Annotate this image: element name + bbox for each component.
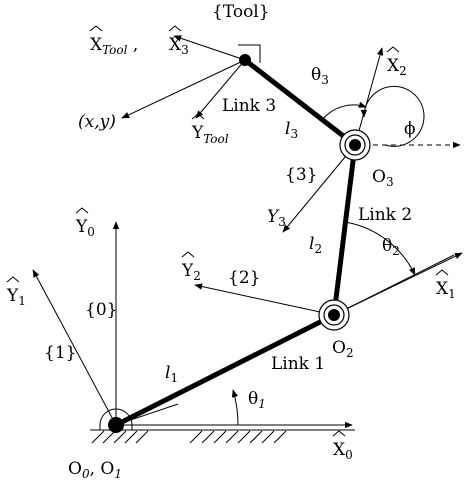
- tool-point-leader: [121, 59, 246, 119]
- theta1-arc: [231, 389, 239, 426]
- origin-o0-o1-label: O0, O1: [68, 459, 122, 481]
- origin-o3-label: O3: [372, 167, 394, 189]
- x3-axis-arrow: [354, 47, 384, 146]
- link-3-label: Link 3: [222, 96, 276, 116]
- x-tool-axis-label: XTool ,: [90, 35, 138, 57]
- link-2-bar: [331, 142, 358, 318]
- y3-axis-label: Y3: [267, 207, 286, 229]
- phi-arc: [360, 85, 425, 147]
- theta2-arc: [344, 221, 416, 276]
- frame-1-label: {1}: [44, 343, 76, 363]
- theta2-label: θ2: [382, 236, 400, 258]
- length-l3-label: l3: [285, 119, 298, 141]
- y-tool-axis-arrow: [195, 59, 246, 119]
- tool-gripper: [238, 44, 261, 63]
- y2-axis-label: Y2: [181, 261, 201, 283]
- link-2-label: Link 2: [358, 205, 412, 225]
- joint-o3: [339, 129, 371, 161]
- x3-axis-label: X3: [169, 35, 189, 57]
- x2-axis-arrow-o2: [333, 252, 463, 316]
- y-tool-axis-label: YTool: [191, 123, 229, 146]
- base-joint: [108, 417, 124, 433]
- y1-axis-label: Y1: [6, 286, 26, 308]
- link-3-bar: [242, 57, 358, 148]
- axis-hats: [6, 25, 449, 437]
- theta3-label: θ3: [311, 65, 329, 87]
- y2-axis-arrow: [194, 283, 335, 316]
- origin-o2-label: O2: [332, 338, 354, 360]
- length-l2-label: l2: [309, 234, 322, 256]
- frame-tool-label: {Tool}: [212, 2, 270, 22]
- frame-3-label: {3}: [285, 165, 317, 185]
- theta1-label: θ1: [248, 389, 266, 411]
- x1-axis-label: X1: [436, 279, 456, 301]
- link-1-label: Link 1: [271, 354, 325, 374]
- link-1-bar: [113, 312, 337, 428]
- ground: [90, 429, 355, 444]
- y3-axis-arrow: [282, 144, 356, 233]
- tool-point: [239, 54, 251, 66]
- x2-axis-label: X2: [387, 56, 407, 78]
- joint-o2: [318, 299, 350, 331]
- base-joint-cradle: [99, 408, 133, 431]
- theta3-arc: [322, 101, 367, 120]
- y0-axis-label: Y0: [75, 217, 95, 239]
- x0-axis-label: X0: [333, 440, 353, 462]
- length-l1-label: l1: [165, 363, 178, 385]
- x-tool-axis-arrow: [173, 35, 246, 61]
- tool-point-label: (x,y): [78, 112, 116, 132]
- ground-hatch-left: [91, 430, 149, 444]
- ground-hatch-right: [189, 430, 287, 444]
- phi-label: ϕ: [404, 119, 416, 139]
- frame-0-label: {0}: [85, 300, 117, 320]
- y1-axis-arrow: [32, 269, 117, 426]
- frame-2-label: {2}: [228, 268, 260, 288]
